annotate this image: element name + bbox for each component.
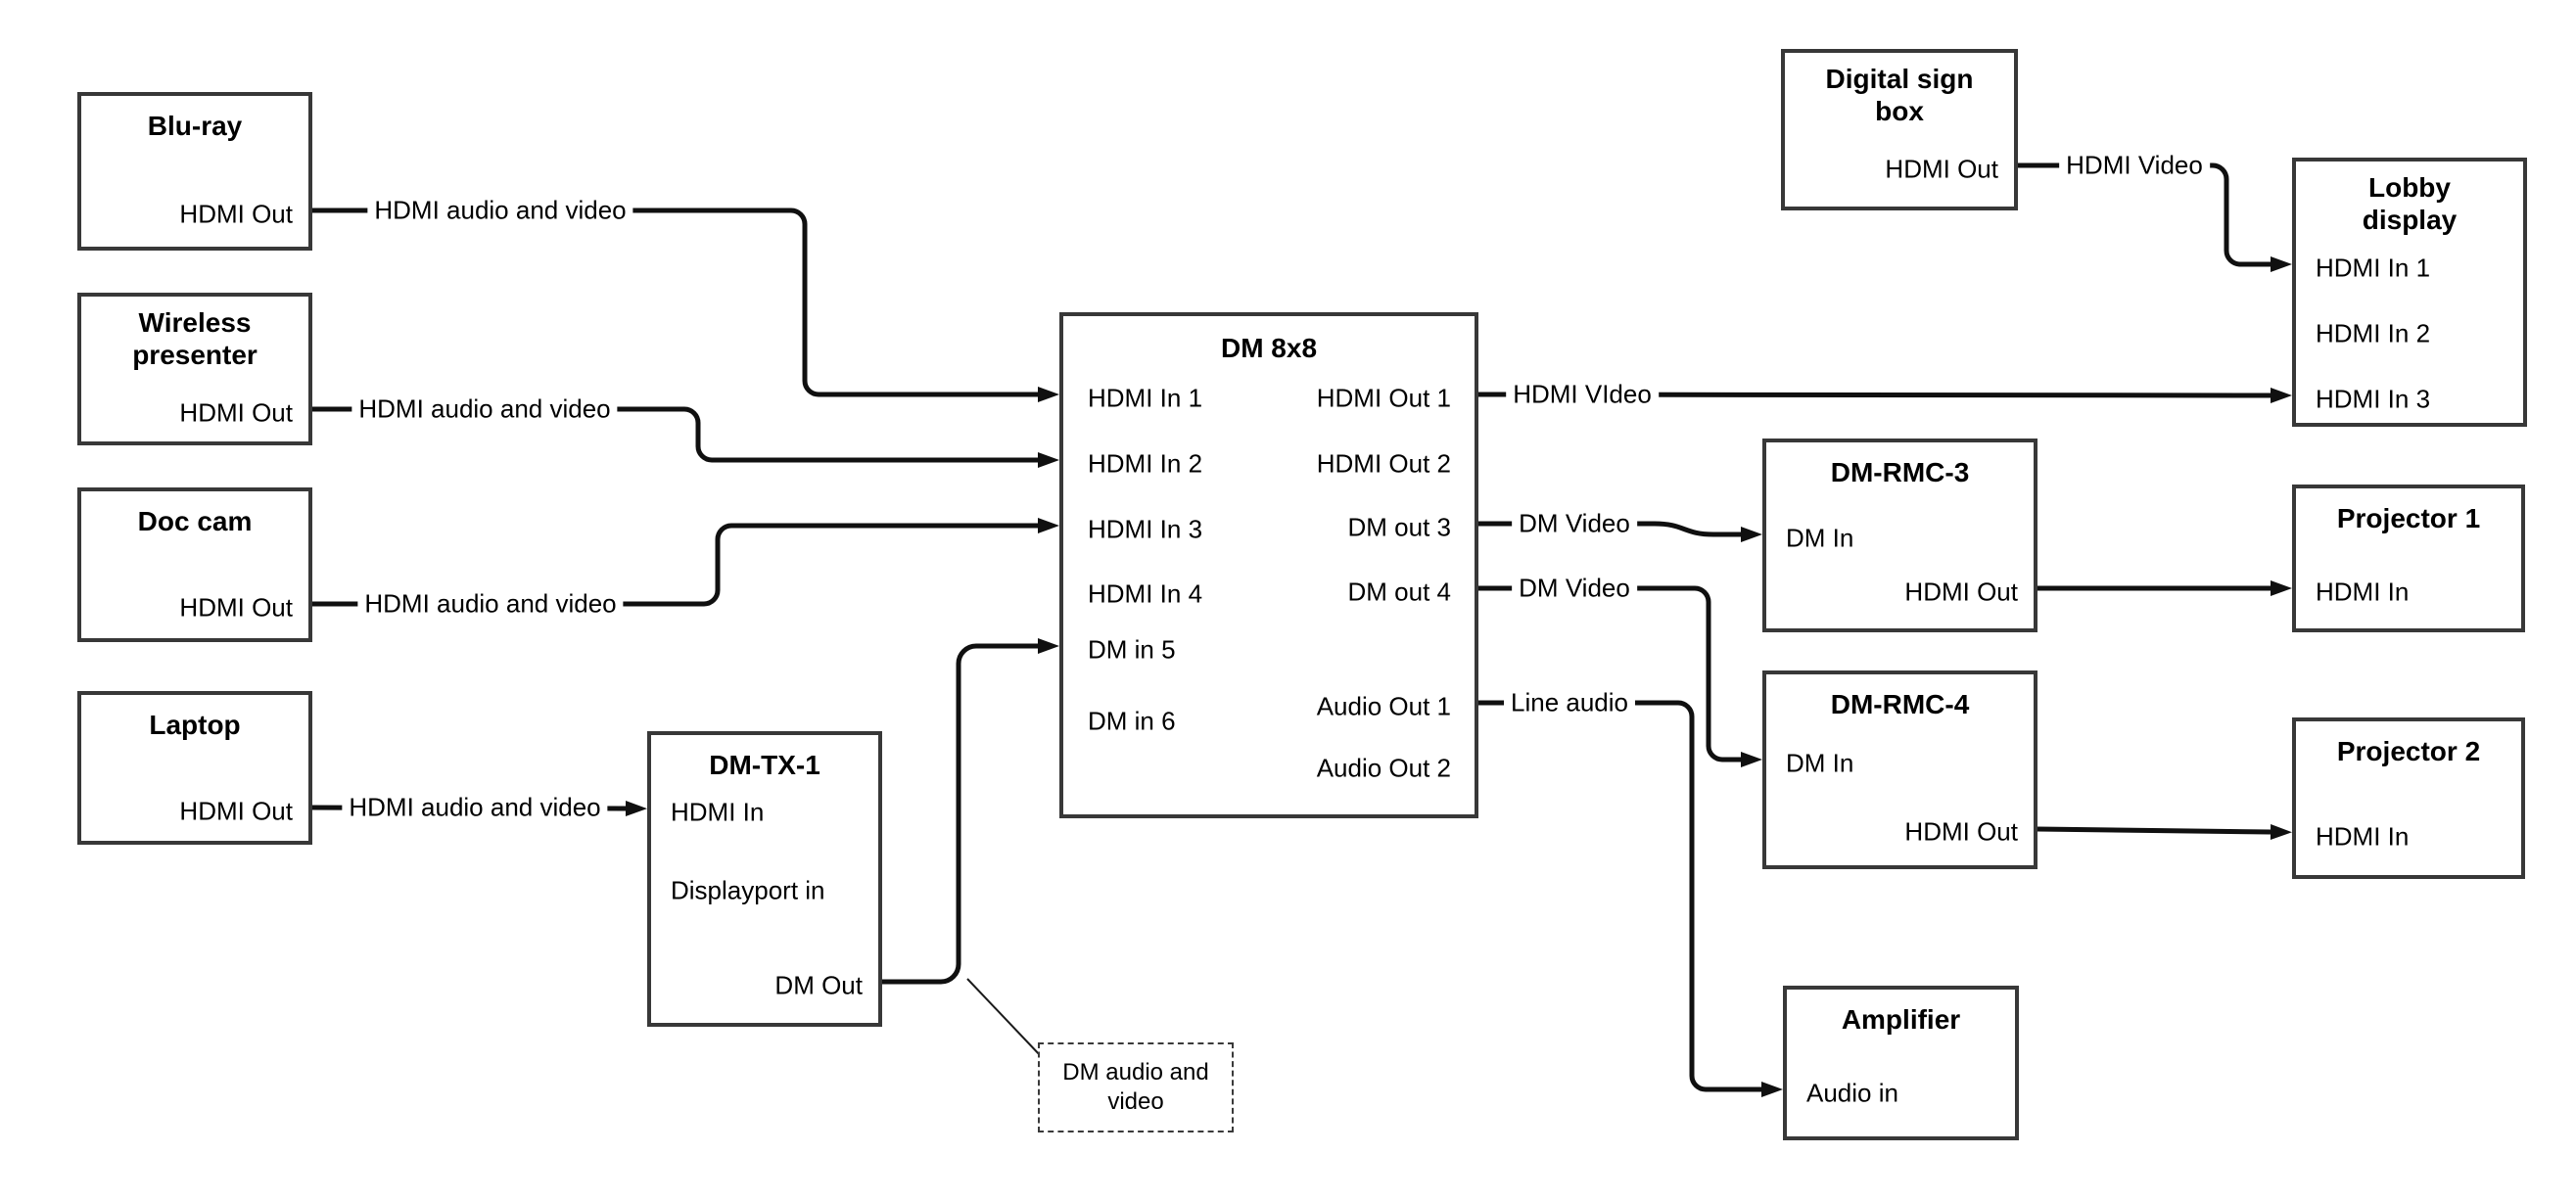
edge-wireless-to-dm8x8-in2[interactable] [312,406,1059,468]
node-amplifier[interactable]: Amplifier Audio in [1783,986,2019,1140]
port-hdmi-in-3: HDMI In 3 [2316,384,2431,414]
edge-label-hdmi-av-1[interactable]: HDMI audio and video [367,194,633,227]
node-title: Wireless presenter [132,307,258,371]
port-hdmi-in: HDMI In [2316,577,2410,607]
port-hdmi-in-3: HDMI In 3 [1088,514,1203,544]
node-lobby-display[interactable]: Lobby display HDMI In 1 HDMI In 2 HDMI I… [2292,158,2527,427]
port-dm-in: DM In [1786,748,1854,778]
port-hdmi-out: HDMI Out [1885,154,1998,184]
port-hdmi-out: HDMI Out [1904,816,2018,847]
node-dm-tx-1[interactable]: DM-TX-1 HDMI In Displayport in DM Out [647,731,882,1027]
edge-label-hdmi-av-4[interactable]: HDMI audio and video [342,791,608,824]
node-title: DM 8x8 [1220,333,1318,363]
port-dm-in-6: DM in 6 [1088,706,1176,736]
port-hdmi-out-1: HDMI Out 1 [1316,383,1451,413]
port-audio-out-1: Audio Out 1 [1316,691,1451,721]
node-title: DM-TX-1 [709,750,820,780]
node-projector-1[interactable]: Projector 1 HDMI In [2292,485,2525,632]
port-hdmi-out: HDMI Out [1904,577,2018,607]
port-dm-out-3: DM out 3 [1347,512,1452,542]
edge-label-hdmi-video-out1[interactable]: HDMI VIdeo [1506,378,1659,411]
port-dm-in: DM In [1786,523,1854,553]
node-dm-8x8[interactable]: DM 8x8 HDMI In 1 HDMI In 2 HDMI In 3 HDM… [1059,312,1478,818]
node-title: Amplifier [1841,1004,1961,1035]
node-title: Doc cam [137,506,253,536]
annotation-callout-line [966,978,1043,1058]
node-title: Digital sign box [1825,64,1974,127]
port-hdmi-in: HDMI In [671,797,765,827]
node-title: Projector 2 [2336,736,2481,766]
port-hdmi-in-2: HDMI In 2 [2316,318,2431,348]
port-audio-out-2: Audio Out 2 [1316,753,1451,783]
port-displayport-in: Displayport in [671,875,825,905]
edge-dmtx1-to-dm8x8-in5[interactable] [882,638,1059,985]
port-audio-in: Audio in [1806,1078,1898,1108]
node-dm-rmc-4[interactable]: DM-RMC-4 DM In HDMI Out [1762,670,2037,869]
edge-doccam-to-dm8x8-in3[interactable] [312,518,1059,607]
edge-dm8x8-audio1-to-amplifier[interactable] [1478,700,1783,1097]
edge-bluray-to-dm8x8-in1[interactable] [312,208,1059,402]
port-dm-out-4: DM out 4 [1347,577,1452,607]
edge-label-hdmi-av-2[interactable]: HDMI audio and video [351,393,618,426]
node-dm-rmc-3[interactable]: DM-RMC-3 DM In HDMI Out [1762,439,2037,632]
edge-label-line-audio[interactable]: Line audio [1504,686,1635,719]
node-projector-2[interactable]: Projector 2 HDMI In [2292,717,2525,879]
port-dm-out: DM Out [774,970,863,1000]
edge-label-hdmi-av-3[interactable]: HDMI audio and video [357,587,624,621]
edge-label-hdmi-video-sign[interactable]: HDMI Video [2059,149,2210,182]
port-hdmi-in-4: HDMI In 4 [1088,578,1203,609]
port-hdmi-out: HDMI Out [179,397,293,428]
port-hdmi-out-2: HDMI Out 2 [1316,448,1451,479]
node-title: Laptop [149,710,241,740]
node-wireless-presenter[interactable]: Wireless presenter HDMI Out [77,293,312,445]
edge-label-dm-video-4[interactable]: DM Video [1512,572,1637,605]
port-hdmi-out: HDMI Out [179,199,293,229]
node-title: Lobby display [2362,172,2458,236]
port-hdmi-in-2: HDMI In 2 [1088,448,1203,479]
port-hdmi-in-1: HDMI In 1 [1088,383,1203,413]
port-dm-in-5: DM in 5 [1088,634,1176,665]
edge-dm8x8-out3-to-dmrmc3[interactable] [1478,521,1762,542]
node-title: Projector 1 [2336,503,2481,533]
annotation-dm-audio-video[interactable]: DM audio and video [1038,1042,1234,1132]
node-title: Blu-ray [147,111,243,141]
node-blu-ray[interactable]: Blu-ray HDMI Out [77,92,312,251]
node-doc-cam[interactable]: Doc cam HDMI Out [77,487,312,642]
port-hdmi-in-1: HDMI In 1 [2316,253,2431,283]
port-hdmi-out: HDMI Out [179,592,293,623]
edge-dmrmc4-to-projector2[interactable] [2037,824,2292,840]
edge-label-dm-video-3[interactable]: DM Video [1512,507,1637,540]
node-title: DM-RMC-4 [1830,689,1970,719]
port-hdmi-in: HDMI In [2316,821,2410,852]
node-title: DM-RMC-3 [1830,457,1970,487]
edge-digitalsign-to-lobby-in1[interactable] [2018,162,2292,272]
edge-dm8x8-out4-to-dmrmc4[interactable] [1478,585,1762,767]
node-digital-sign-box[interactable]: Digital sign box HDMI Out [1781,49,2018,210]
node-laptop[interactable]: Laptop HDMI Out [77,691,312,845]
port-hdmi-out: HDMI Out [179,796,293,826]
